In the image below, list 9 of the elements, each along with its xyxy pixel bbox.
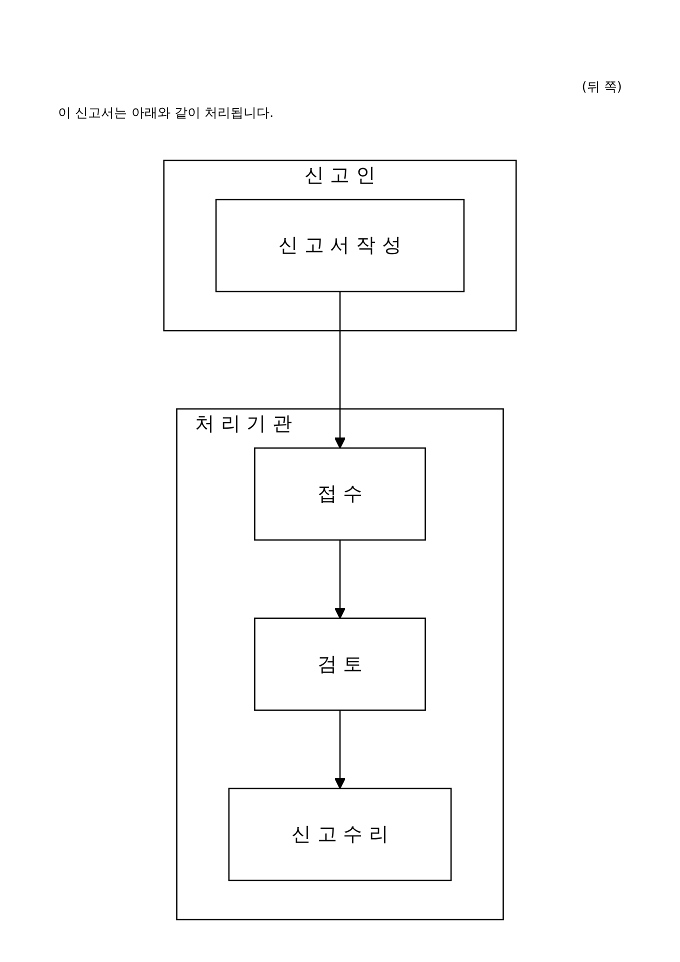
heading: 이 신고서는 아래와 같이 처리됩니다.	[58, 105, 274, 122]
arrow	[334, 710, 346, 789]
node-box: 접 수	[254, 447, 426, 541]
page-side-label: (뒤 쪽)	[582, 79, 622, 96]
node-box: 검 토	[254, 618, 426, 711]
node-box: 신 고 수 리	[228, 788, 452, 882]
arrow	[334, 292, 346, 449]
node-box: 신 고 서 작 성	[215, 198, 465, 292]
arrow	[334, 540, 346, 619]
